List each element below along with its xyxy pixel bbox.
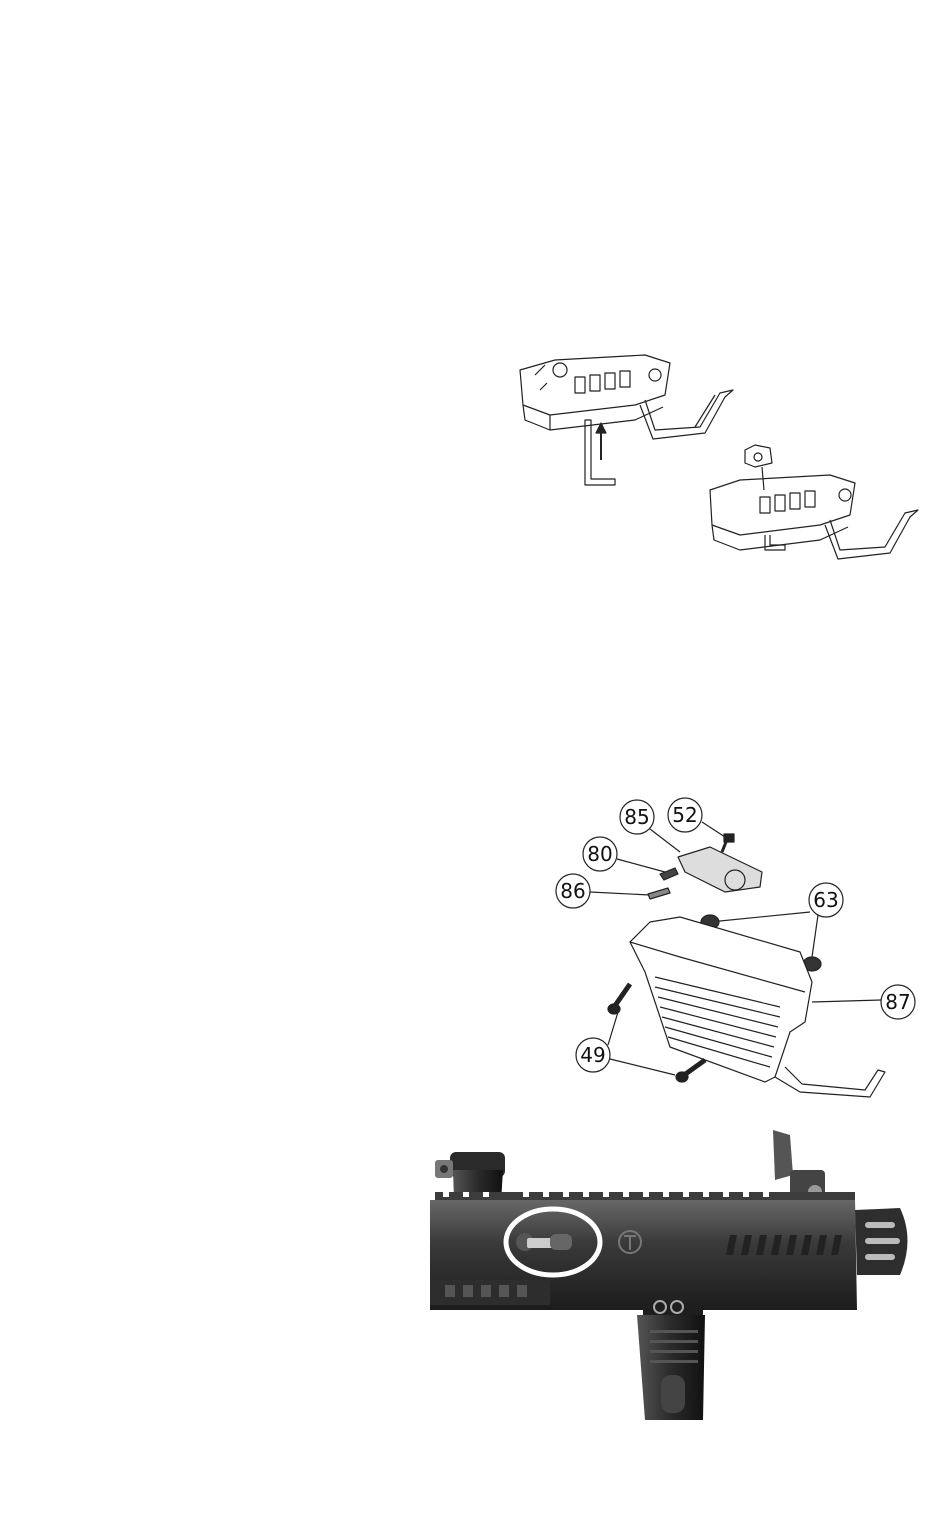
part-cover-85 <box>678 847 762 892</box>
callout-52-label: 52 <box>672 803 697 827</box>
trigger-frame-view-2 <box>710 445 918 559</box>
part-screw-52 <box>722 834 734 852</box>
figure-exploded-parts: 85 52 80 86 63 87 49 <box>550 792 930 1102</box>
part-pin-86 <box>648 888 670 899</box>
callout-80-label: 80 <box>587 842 612 866</box>
marker-body <box>430 1192 908 1310</box>
callout-87-label: 87 <box>885 990 910 1014</box>
callout-63-label: 63 <box>813 888 838 912</box>
callout-85-label: 85 <box>624 805 649 829</box>
insert-arrow-icon <box>596 423 606 460</box>
part-pin-80 <box>660 868 678 880</box>
callout-49-label: 49 <box>580 1043 605 1067</box>
trigger-frame-view-1 <box>520 355 733 439</box>
part-frame-87 <box>630 917 885 1097</box>
vertical-foregrip <box>637 1301 705 1420</box>
rear-sight <box>773 1130 825 1200</box>
figure-marker-body <box>425 1130 925 1425</box>
callout-86-label: 86 <box>560 879 585 903</box>
figure-frame-wrench <box>505 335 935 575</box>
